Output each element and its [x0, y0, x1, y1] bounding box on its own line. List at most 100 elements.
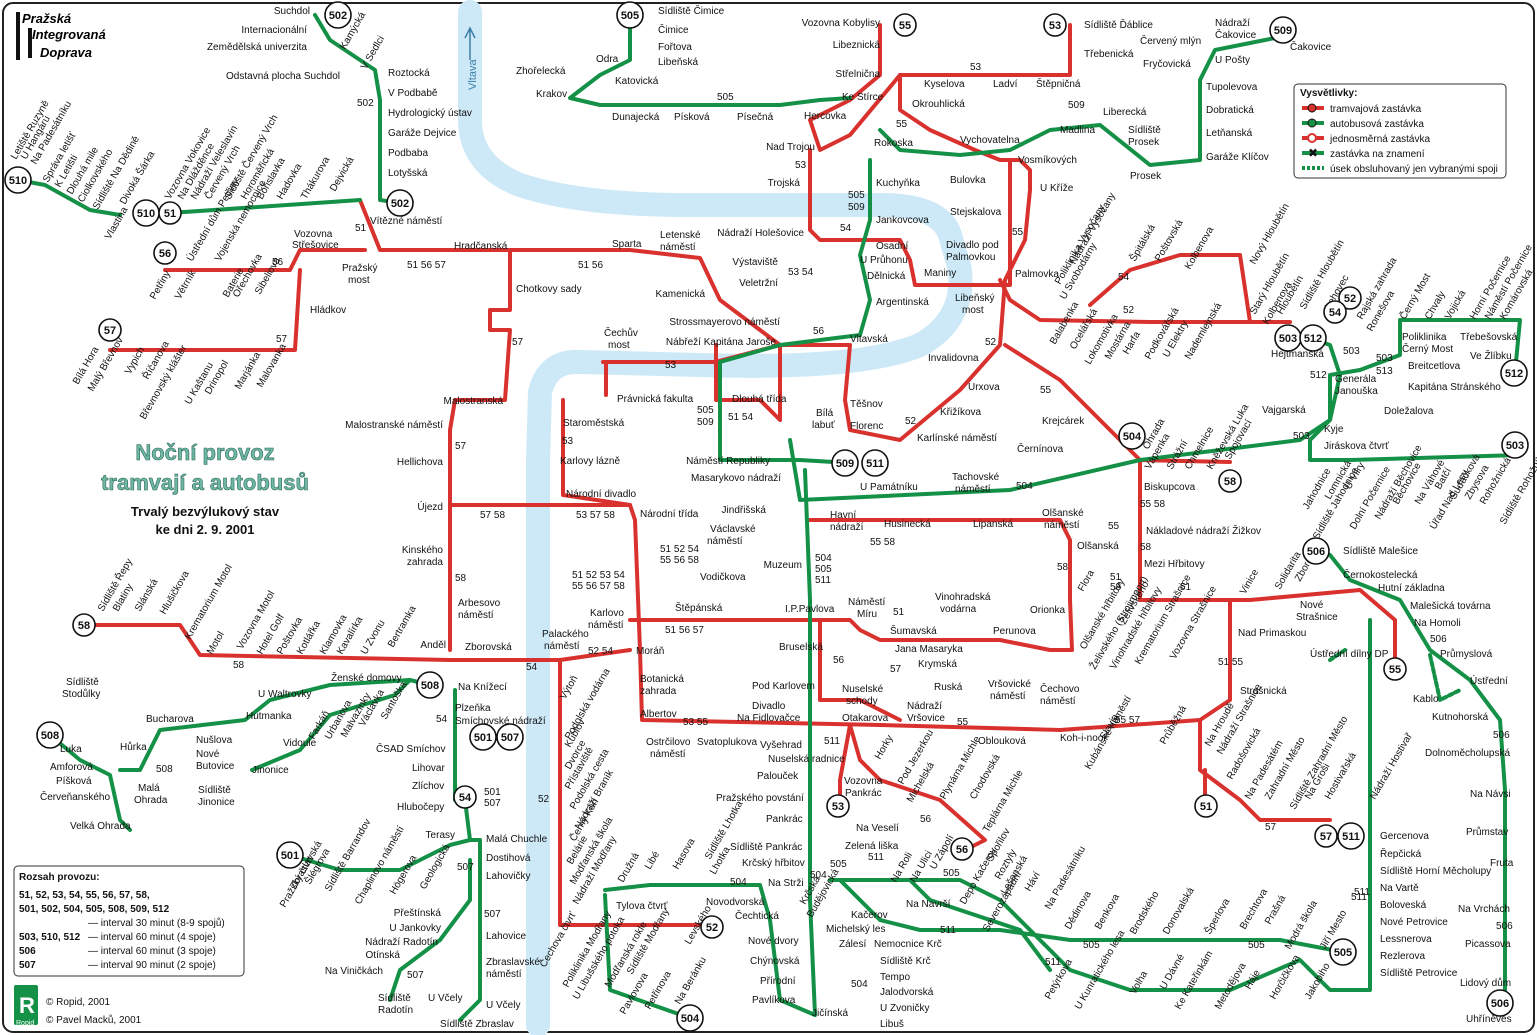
line-number-label: 53	[970, 62, 982, 73]
route-badge-circle	[1269, 16, 1297, 44]
route-badge-circle	[893, 13, 917, 37]
route-badge-511: 511	[861, 449, 889, 477]
stop-label: Jiráskova čtvrť	[1324, 441, 1389, 452]
stop-label: Krymská	[918, 659, 957, 670]
stop-label: Nové Petrovice	[1380, 917, 1448, 928]
stop-label: Kablo	[1413, 694, 1439, 705]
stop-label: Butovice	[196, 761, 235, 772]
stop-label: schody	[846, 696, 878, 707]
stop-label: Tupolevova	[1206, 82, 1258, 93]
line-number-label: 54	[436, 714, 448, 725]
stop-label: Vršovické	[988, 679, 1031, 690]
route-badge-circle	[1299, 324, 1327, 352]
stop-label: Luka	[60, 744, 82, 755]
stop-label: Nuselská radnice	[768, 754, 845, 765]
stop-label: Nové	[1300, 600, 1324, 611]
line-number-label: 504	[730, 877, 747, 888]
stop-label: Ohrada	[134, 795, 168, 806]
line-number-label: 58	[1110, 582, 1122, 593]
route-badge-508: 508	[36, 721, 64, 749]
stop-label: Čakovice	[1290, 40, 1332, 53]
stop-label: U Průhonu	[860, 254, 908, 266]
title-line4: ke dni 2. 9. 2001	[155, 522, 254, 537]
route-badge-circle	[1383, 657, 1407, 681]
line-number-label: 56	[833, 655, 845, 666]
line-number-label: 56	[920, 814, 932, 825]
bus-stop-icon	[1307, 118, 1317, 128]
stop-label: Chýnovská	[750, 956, 800, 967]
stop-label: Libeňská	[658, 57, 698, 68]
river-flow-arrow-icon	[464, 26, 476, 60]
stop-label: Písková	[674, 112, 710, 123]
line-number-label: 511	[1351, 892, 1367, 903]
line-number-label: 503	[1293, 431, 1310, 442]
line-number-label: 505	[848, 190, 865, 201]
stop-label: Na Knížecí	[458, 682, 507, 693]
line-number-label: 55	[1108, 521, 1120, 532]
stop-label: V Podbabě	[388, 88, 438, 99]
stop-label: Kyje	[1324, 424, 1344, 435]
route-badge-53: 53	[826, 794, 850, 818]
stop-label: Divadlo	[752, 701, 786, 712]
stop-label: Lahovičky	[486, 871, 530, 882]
route-badge-circle	[4, 166, 32, 194]
line-number-label: 505	[943, 868, 960, 879]
stop-label: Olšanské	[1042, 508, 1084, 519]
route-badge-label: 54	[1329, 307, 1342, 319]
stop-label-rotated: Motol	[205, 630, 227, 657]
stop-label: Nové	[196, 749, 220, 760]
stop-label: Šumavská	[890, 624, 937, 637]
line-number-label: 57	[1265, 822, 1277, 833]
stop-label: Katovická	[615, 76, 659, 87]
line-number-label: 504	[810, 870, 827, 881]
stop-label: U Zvoničky	[880, 1003, 929, 1014]
stop-label: Nádraží Radotín	[365, 937, 438, 948]
route-badge-51: 51	[1194, 794, 1218, 818]
stop-label: Vosmíkových	[1018, 155, 1077, 166]
stop-label: Sídliště Čimice	[658, 4, 725, 17]
stop-label: Palouček	[757, 771, 799, 782]
stop-label: Generála	[1335, 374, 1377, 385]
route-badge-label: 55	[1389, 664, 1401, 676]
stop-label: Těšnov	[850, 399, 883, 410]
stop-label: Nádraží	[907, 701, 942, 712]
route-badge-label: 508	[41, 730, 59, 742]
line-number-label: 51 54	[728, 412, 753, 423]
stop-label: Okrouhlická	[912, 99, 965, 110]
stop-label-rotated: Družná	[616, 851, 642, 885]
stop-label: Masarykovo nádraží	[691, 473, 781, 484]
schedule-row4-lines: 507	[19, 960, 36, 971]
route-badge-label: 56	[956, 844, 968, 856]
stop-label: Nábřeží Kapitána Jaroše	[666, 337, 777, 348]
stop-label: Kuchyňka	[876, 178, 920, 189]
stop-label: Kapitána Stránského	[1408, 382, 1501, 393]
route-badge-circle	[700, 915, 724, 939]
stop-label: Botanická	[640, 674, 684, 685]
line-number-label: 513	[1376, 366, 1393, 377]
line-number-label: 511	[824, 736, 840, 747]
line-number-label: 55	[1040, 385, 1052, 396]
stop-label: Vychovatelna	[960, 135, 1020, 146]
stop-label: Zemědělská univerzita	[207, 42, 307, 53]
line-number-label: 58	[455, 573, 467, 584]
route-badge-circle	[1329, 938, 1357, 966]
legend-item-request: zastávka na znamení	[1330, 149, 1425, 160]
stop-label: náměstí	[707, 536, 743, 547]
stop-label: zahrada	[640, 686, 677, 697]
stop-label: Malá Chuchle	[486, 834, 548, 845]
route-badge-label: 503	[1506, 440, 1524, 452]
line-number-label: 55 58	[1140, 499, 1165, 510]
ropid-logo-letter: R	[19, 993, 35, 1018]
stop-label-rotated: U Dávné	[1158, 952, 1187, 992]
stop-label: Ostrčilovo	[646, 737, 691, 748]
stop-label: Sídliště Petrovice	[1380, 968, 1458, 979]
line-number-label: 508	[156, 764, 173, 775]
line-number-label: 505	[1083, 940, 1100, 951]
stop-label: Tempo	[880, 972, 910, 983]
stop-label: Tylova čtvrť	[616, 901, 668, 912]
line-number-label: 507	[484, 798, 501, 809]
stop-label: Otínská	[366, 950, 401, 961]
stop-label: Velká Ohrada	[70, 821, 131, 832]
schedule-lines2: 501, 502, 504, 505, 508, 509, 512	[19, 904, 170, 915]
